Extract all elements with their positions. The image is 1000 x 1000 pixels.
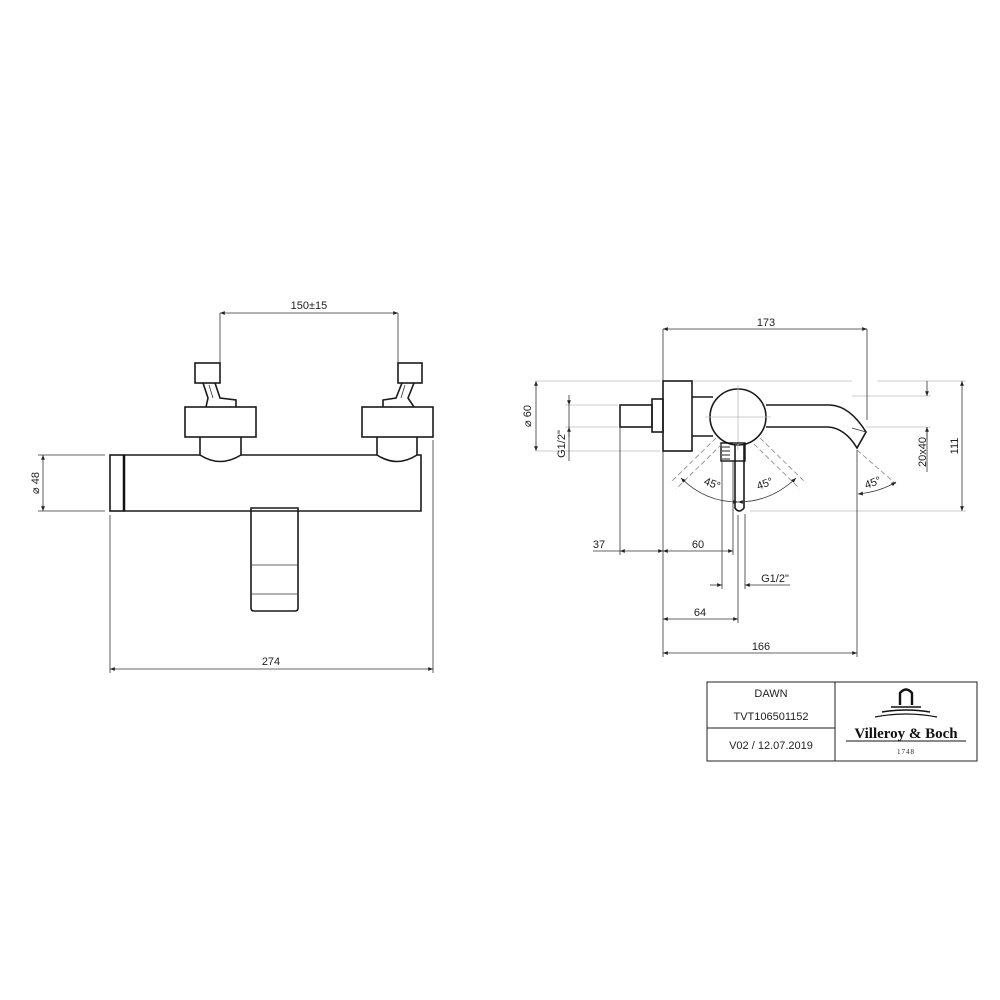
angle-label-right: 45° bbox=[755, 476, 775, 493]
angle-label-left: 45° bbox=[702, 476, 722, 493]
dim-label: 64 bbox=[694, 607, 706, 619]
dim-label: ⌀ 48 bbox=[30, 472, 42, 494]
brand-name: Villeroy & Boch bbox=[854, 726, 958, 742]
dimension-spout-section: 20x40 bbox=[917, 381, 929, 472]
dimension-inlet-thread: G1/2" bbox=[556, 395, 571, 461]
brand-year: 1748 bbox=[897, 748, 915, 756]
dimension-inlet-body: 37 60 bbox=[593, 460, 734, 555]
dimension-diameter: ⌀ 48 bbox=[30, 454, 105, 512]
dim-label-37: 37 bbox=[593, 539, 605, 551]
left-connector bbox=[184, 362, 257, 463]
dim-label: 166 bbox=[752, 641, 770, 653]
title-block: DAWN TVT106501152 V02 / 12.07.2019 Ville… bbox=[706, 681, 978, 762]
dim-label-60: 60 bbox=[692, 539, 704, 551]
dimension-plate-diameter: ⌀ 60 bbox=[522, 381, 538, 451]
side-view: 173 ⌀ 60 G1/2" bbox=[522, 317, 966, 657]
mixer-body bbox=[109, 454, 422, 512]
brand-logo: Villeroy & Boch 1748 bbox=[846, 688, 966, 756]
dim-label: 274 bbox=[262, 656, 280, 668]
wall-plate bbox=[619, 380, 693, 555]
product-name: DAWN bbox=[754, 688, 787, 700]
dim-label: 111 bbox=[949, 438, 961, 455]
dimension-spout-projection: 166 bbox=[663, 450, 858, 657]
version-date: V02 / 12.07.2019 bbox=[729, 740, 813, 752]
lever-side bbox=[669, 437, 897, 512]
dim-label: 150±15 bbox=[291, 300, 328, 312]
dimension-outlet-thread: G1/2" bbox=[710, 461, 790, 589]
front-view: 150±15 bbox=[30, 300, 434, 673]
spout bbox=[766, 404, 867, 450]
dimension-handle-spacing: 150±15 bbox=[219, 300, 399, 364]
dim-label: G1/2" bbox=[556, 430, 568, 458]
dim-label: ⌀ 60 bbox=[522, 405, 534, 427]
dim-label: 20x40 bbox=[917, 437, 929, 467]
dim-label: 173 bbox=[757, 317, 775, 329]
article-number: TVT106501152 bbox=[733, 711, 808, 723]
dimension-height: 111 bbox=[949, 381, 964, 511]
angle-annotations: 45° 45° 45° bbox=[680, 475, 897, 504]
dim-label: G1/2" bbox=[761, 573, 789, 585]
dimension-lever-offset: 64 bbox=[663, 515, 739, 623]
dimension-total-length: 274 bbox=[109, 440, 434, 673]
angle-label-spout: 45° bbox=[863, 475, 883, 492]
right-connector bbox=[361, 362, 434, 463]
lever-handle bbox=[250, 507, 299, 612]
mixer-body-side bbox=[692, 385, 771, 450]
